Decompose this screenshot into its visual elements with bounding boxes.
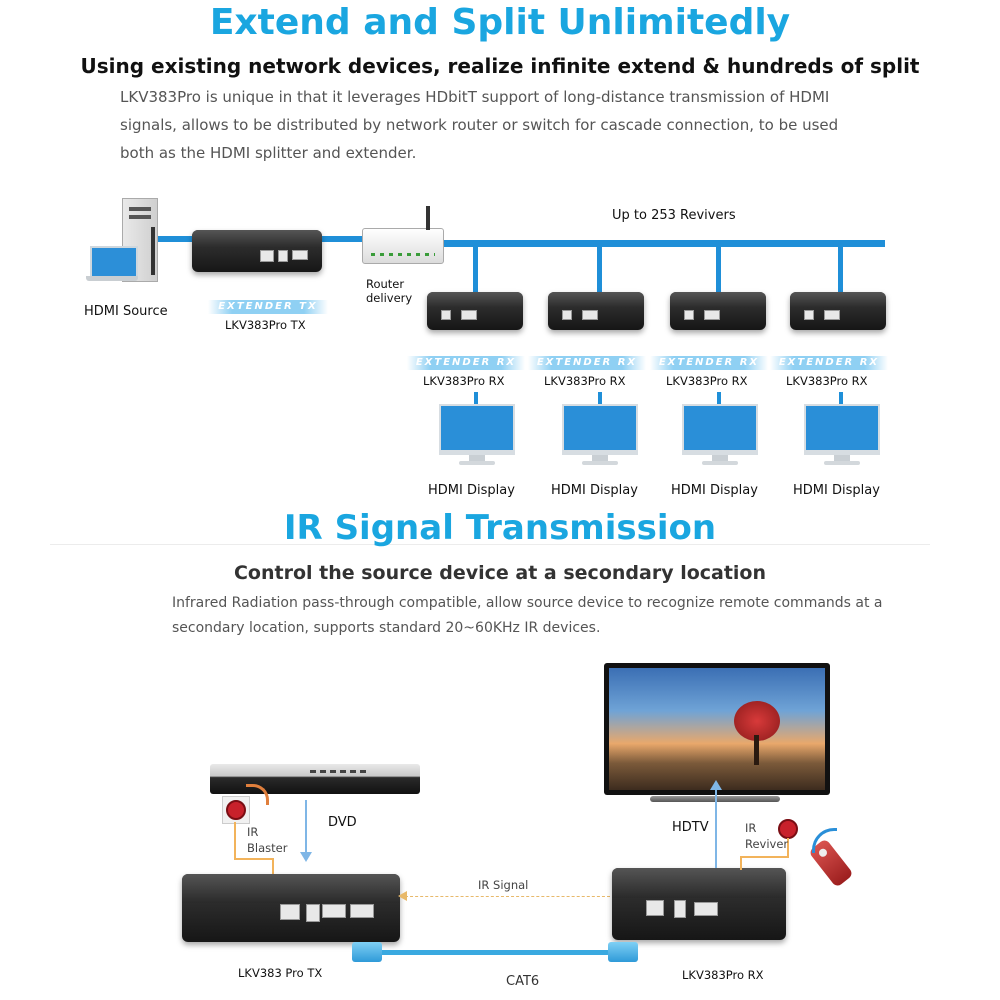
dvd-to-tx-arrow-line: [305, 800, 307, 858]
rx-to-hdtv-arrow-head-icon: [710, 780, 722, 790]
cable-router-bus: [440, 240, 885, 247]
cable-drop-1: [473, 245, 478, 295]
ir-blaster-dot-icon: [226, 800, 246, 820]
ir-blaster-label-line1: IR: [247, 824, 287, 840]
section1-paragraph-line2: signals, allows to be distributed by net…: [120, 111, 920, 139]
hdtv-label: HDTV: [672, 820, 709, 835]
rx-device-icon: [548, 292, 644, 330]
section1-paragraph: LKV383Pro is unique in that it leverages…: [120, 83, 920, 167]
section2-paragraph-line2: secondary location, supports standard 20…: [172, 616, 892, 641]
laptop-icon: [86, 246, 138, 282]
section1-paragraph-line1: LKV383Pro is unique in that it leverages…: [120, 83, 920, 111]
tx-large-label: LKV383 Pro TX: [238, 966, 322, 980]
extender-tx-ribbon: EXTENDER TX: [208, 300, 328, 314]
ir-signal-arrow-icon: [398, 891, 407, 901]
remote-ir-waves-icon: [812, 828, 837, 853]
rx-to-hdtv-arrow-line: [715, 784, 717, 868]
extender-rx-ribbon: EXTENDER RX: [407, 356, 525, 370]
cable-drop-3: [716, 245, 721, 295]
hdmi-display-icon: [562, 404, 638, 466]
cat6-right-plug-icon: [608, 942, 638, 962]
ir-signal-label: IR Signal: [478, 878, 528, 892]
router-icon: [362, 228, 444, 264]
tx-device-icon: [192, 230, 322, 272]
dvd-to-tx-arrow-head-icon: [300, 852, 312, 862]
ir-receiver-wire-down: [740, 856, 742, 870]
hdmi-display-label: HDMI Display: [793, 483, 880, 498]
cable-drop-2: [597, 245, 602, 295]
hdmi-display-icon: [804, 404, 880, 466]
section2-paragraph: Infrared Radiation pass-through compatib…: [172, 591, 892, 641]
dvd-label: DVD: [328, 815, 357, 830]
rx-label: LKV383Pro RX: [786, 374, 868, 388]
tx-label: LKV383Pro TX: [225, 318, 306, 332]
router-label-line1: Router: [366, 277, 412, 291]
dvd-player-icon: [210, 764, 420, 794]
section1-paragraph-line3: both as the HDMI splitter and extender.: [120, 139, 920, 167]
section2-subtitle: Control the source device at a secondary…: [0, 562, 1000, 584]
rx-device-icon: [790, 292, 886, 330]
ir-blaster-wire: [234, 822, 236, 860]
rx-label: LKV383Pro RX: [544, 374, 626, 388]
ir-receiver-label-line1: IR: [745, 820, 788, 836]
section2-title: IR Signal Transmission: [0, 508, 1000, 548]
hdtv-icon: [604, 663, 830, 795]
rx-device-icon: [427, 292, 523, 330]
tx-device-large-icon: [182, 874, 400, 942]
rx-device-large-icon: [612, 868, 786, 940]
receivers-count-label: Up to 253 Revivers: [612, 208, 736, 223]
rx-device-icon: [670, 292, 766, 330]
section2-paragraph-line1: Infrared Radiation pass-through compatib…: [172, 591, 892, 616]
hdmi-display-label: HDMI Display: [671, 483, 758, 498]
hdmi-display-icon: [439, 404, 515, 466]
section1-title: Extend and Split Unlimitedly: [0, 2, 1000, 43]
router-label-line2: delivery: [366, 291, 412, 305]
ir-blaster-label-line2: Blaster: [247, 840, 287, 856]
ir-blaster-label: IR Blaster: [247, 824, 287, 856]
hdmi-source-label: HDMI Source: [84, 304, 168, 319]
rx-label: LKV383Pro RX: [423, 374, 505, 388]
cat6-left-plug-icon: [352, 942, 382, 962]
ir-receiver-label-line2: Reviver: [745, 836, 788, 852]
hdmi-display-label: HDMI Display: [551, 483, 638, 498]
section1-subtitle: Using existing network devices, realize …: [0, 54, 1000, 78]
router-label: Router delivery: [366, 277, 412, 305]
extender-rx-ribbon: EXTENDER RX: [770, 356, 888, 370]
ir-blaster-box: [222, 796, 250, 824]
ir-signal-line: [405, 896, 610, 897]
cat6-cable: [378, 950, 610, 955]
extender-rx-ribbon: EXTENDER RX: [650, 356, 768, 370]
router-antenna-icon: [426, 206, 430, 230]
ir-receiver-wire-h: [740, 856, 788, 858]
ir-receiver-label: IR Reviver: [745, 820, 788, 852]
extender-rx-ribbon: EXTENDER RX: [528, 356, 646, 370]
cable-drop-4: [838, 245, 843, 295]
rx-label: LKV383Pro RX: [666, 374, 748, 388]
cat6-label: CAT6: [506, 974, 539, 989]
rx-large-label: LKV383Pro RX: [682, 968, 764, 982]
ir-blaster-wire-h: [234, 858, 274, 860]
hdmi-display-label: HDMI Display: [428, 483, 515, 498]
hdmi-display-icon: [682, 404, 758, 466]
